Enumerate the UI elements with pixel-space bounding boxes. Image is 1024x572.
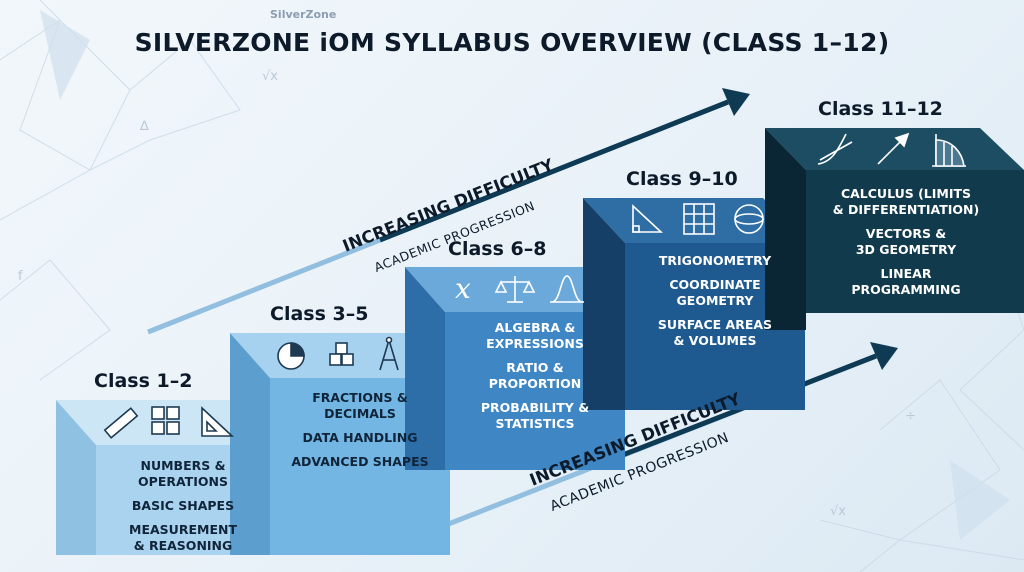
right-triangle-icon (632, 204, 664, 233)
page-title: SILVERZONE iOM SYLLABUS OVERVIEW (CLASS … (134, 28, 890, 57)
step-2-topic: DATA HANDLING (302, 430, 418, 445)
integral-area-icon (932, 134, 966, 167)
vector-arrow-icon (877, 132, 910, 165)
step-1-topic: MEASUREMENT & REASONING (129, 522, 237, 553)
step-2-topic: ADVANCED SHAPES (291, 454, 429, 469)
step-2-topics: FRACTIONS & DECIMALS DATA HANDLING ADVAN… (270, 390, 450, 470)
step-4-label: Class 9–10 (626, 168, 738, 190)
step-4-topic: TRIGONOMETRY (658, 253, 772, 268)
calculator-icon (151, 406, 180, 435)
step-5-label: Class 11–12 (818, 98, 943, 120)
step-1-topics: NUMBERS & OPERATIONS BASIC SHAPES MEASUR… (96, 458, 270, 554)
cubes-icon (329, 342, 354, 366)
svg-text:∆: ∆ (139, 119, 149, 134)
balance-scale-icon (494, 276, 536, 303)
step-4-topic: SURFACE AREAS & VOLUMES (657, 317, 773, 348)
compass-icon (379, 336, 399, 371)
svg-text:√x: √x (830, 504, 846, 519)
step-3-topic: PROBABILITY & STATISTICS (480, 400, 590, 431)
sphere-icon (734, 204, 764, 234)
svg-text:√x: √x (262, 69, 278, 84)
step-1-label: Class 1–2 (94, 370, 193, 392)
brand-watermark: SilverZone (270, 8, 337, 21)
step-1-topic: NUMBERS & OPERATIONS (138, 458, 228, 489)
pie-chart-icon (277, 342, 305, 370)
step-5-topic: LINEAR PROGRAMMING (851, 266, 961, 297)
svg-text:f: f (18, 269, 23, 284)
step-3-label: Class 6–8 (448, 238, 547, 260)
step-3-topics: ALGEBRA & EXPRESSIONS RATIO & PROPORTION… (445, 320, 625, 432)
grid-icon (683, 203, 715, 235)
step-5-topic: VECTORS & 3D GEOMETRY (855, 226, 957, 257)
set-square-icon (201, 406, 235, 437)
step-5-topics: CALCULUS (LIMITS & DIFFERENTIATION) VECT… (806, 186, 1006, 298)
variable-x-icon: 𝑥 (455, 272, 471, 305)
step-1-topic: BASIC SHAPES (131, 498, 235, 513)
step-2-label: Class 3–5 (270, 303, 369, 325)
step-5-topic: CALCULUS (LIMITS & DIFFERENTIATION) (832, 186, 980, 217)
svg-text:÷: ÷ (905, 409, 916, 424)
step-4-topics: TRIGONOMETRY COORDINATE GEOMETRY SURFACE… (625, 253, 805, 349)
step-3-topic: RATIO & PROPORTION (488, 360, 582, 391)
ruler-icon (103, 407, 139, 439)
step-2-topic: FRACTIONS & DECIMALS (312, 390, 408, 421)
curve-icon (817, 133, 853, 165)
step-4-topic: COORDINATE GEOMETRY (669, 277, 761, 308)
step-3-topic: ALGEBRA & EXPRESSIONS (486, 320, 584, 351)
bell-curve-icon (550, 275, 584, 303)
